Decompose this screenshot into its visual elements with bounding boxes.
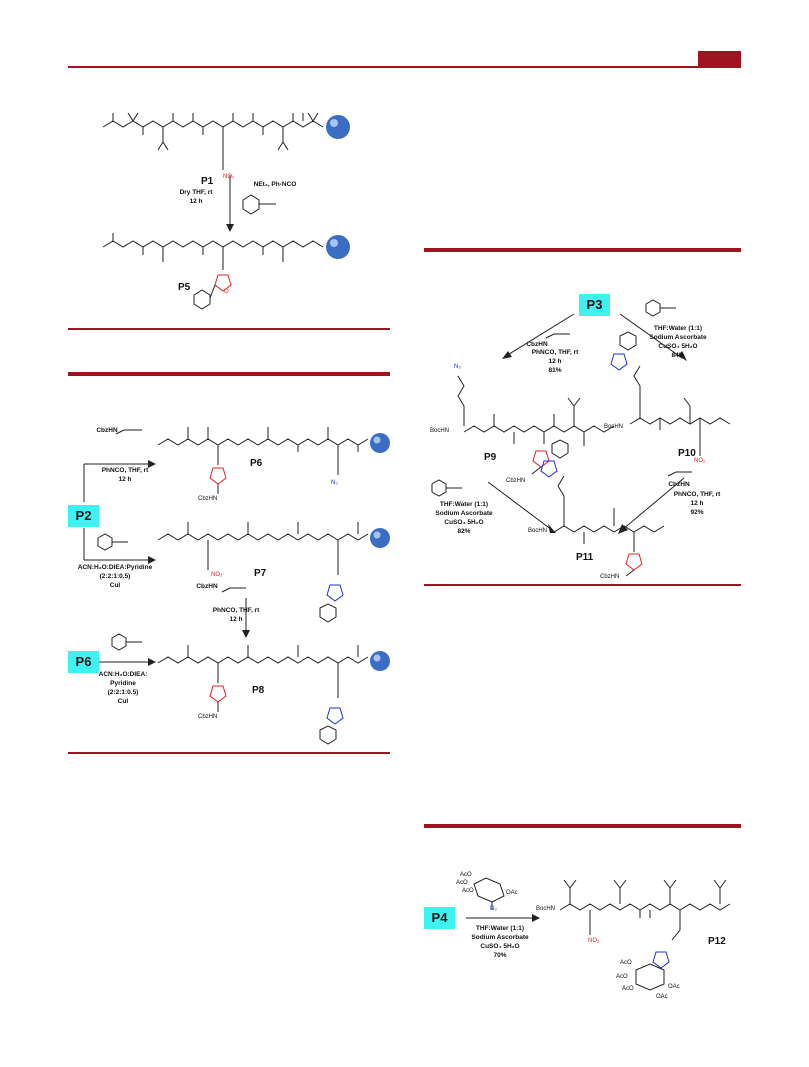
p12-ac-1: AcO	[620, 960, 632, 966]
compound-p10: P10	[678, 448, 696, 459]
scheme3-cond-left-reagent: CbzHN	[526, 341, 548, 348]
scheme3-cond-rr: PhNCO, THF, rt 12 h 92%	[673, 491, 721, 516]
p5-ring-oxygen: O	[224, 289, 229, 295]
p10-nitro: NO₂	[694, 458, 706, 464]
p8-cbz: CbzHN	[198, 714, 218, 720]
p12-ac-3: AcO	[622, 986, 634, 992]
scheme-3-top-rule	[424, 248, 741, 252]
compound-p1: P1	[201, 176, 214, 187]
scheme3-cond-rr-reagent: CbzHN	[668, 481, 690, 488]
resin-bead-icon	[326, 115, 350, 139]
compound-p8: P8	[252, 685, 265, 696]
scheme-2-top-rule	[68, 372, 390, 376]
scheme2-cond-d: ACN:H₂O:DIEA: Pyridine (2:2:1:0.5) CuI	[98, 671, 148, 705]
scheme-3-bottom-rule	[424, 584, 741, 586]
p12-ac-4: OAc	[668, 984, 680, 990]
scheme-4-top-rule	[424, 824, 741, 828]
scheme-2-bottom-rule	[68, 752, 390, 754]
scheme-1-structures: NO₂ O	[102, 112, 350, 310]
sugar-label-2: AcO	[456, 880, 468, 886]
scheme-2: N₃ P2	[68, 380, 390, 750]
p10-boc: BocHN	[604, 424, 624, 430]
p11-boc: BocHN	[528, 528, 548, 534]
tag-p3: P3	[579, 294, 610, 316]
header-tab	[698, 51, 741, 66]
scheme-1-bottom-rule	[68, 328, 390, 330]
scheme-4-structures	[466, 877, 731, 991]
scheme1-conditions-right: NEt₃, Ph-NCO	[253, 181, 297, 188]
tag-p6: P6	[68, 651, 99, 673]
scheme-3: P3 CbzHN PhNCO, THF, rt 12 h 81% THF:Wat…	[424, 256, 741, 586]
compound-p11: P11	[576, 552, 594, 563]
p9-cbz: CbzHN	[506, 478, 526, 484]
compound-p9: P9	[484, 452, 497, 463]
scheme3-cond-right: THF:Water (1:1) Sodium Ascorbate CuSO₄ 5…	[649, 325, 707, 359]
p12-ac-2: AcO	[616, 974, 628, 980]
sugar-label-1: AcO	[460, 872, 472, 878]
tag-p2: P2	[68, 505, 99, 527]
scheme2-cond-b: ACN:H₂O:DIEA:Pyridine (2:2:1:0.5) CuI	[77, 564, 153, 589]
p9-boc: BocHN	[430, 428, 450, 434]
sugar-azide: N₃	[490, 906, 497, 912]
scheme1-conditions-left: Dry THF, rt 12 h	[179, 189, 213, 205]
compound-p5: P5	[178, 282, 191, 293]
compound-p6: P6	[250, 458, 263, 469]
sugar-label-3: AcO	[462, 888, 474, 894]
p9-azide: N₃	[454, 364, 461, 370]
scheme-1: NO₂ O P1 Dry THF, rt 12 h NEt₃, Ph-NCO P…	[68, 80, 390, 335]
sugar-label-4: OAc	[506, 890, 518, 896]
scheme2-cond-a: PhNCO, THF, rt 12 h	[101, 467, 149, 483]
scheme-3-structures	[431, 299, 731, 577]
resin-bead-icon	[326, 235, 350, 259]
scheme-4: P4 AcO AcO AcO OAc N₃ THF:Water (1:1) So…	[412, 860, 742, 1030]
p1-nitro-text: NO₂	[223, 174, 235, 180]
resin-bead-icon	[370, 651, 390, 671]
scheme3-cond-ll: THF:Water (1:1) Sodium Ascorbate CuSO₄ 5…	[435, 501, 493, 535]
scheme2-cond-a-reagent: CbzHN	[96, 427, 118, 434]
scheme2-cond-c-reagent: CbzHN	[196, 583, 218, 590]
scheme4-conditions: THF:Water (1:1) Sodium Ascorbate CuSO₄ 5…	[471, 925, 529, 959]
p12-nitro: NO₂	[588, 938, 600, 944]
p6-azide: N₃	[331, 480, 338, 486]
p12-boc: BocHN	[536, 906, 556, 912]
compound-p12: P12	[708, 936, 726, 947]
scheme-2-structures: N₃	[83, 427, 390, 745]
scheme2-cond-c: PhNCO, THF, rt 12 h	[212, 607, 260, 623]
tag-p4: P4	[424, 907, 455, 929]
p11-cbz: CbzHN	[600, 574, 620, 580]
p12-ac-5: OAc	[656, 994, 668, 1000]
scheme3-cond-left: PhNCO, THF, rt 12 h 81%	[531, 349, 579, 374]
resin-bead-icon	[370, 433, 390, 453]
resin-bead-icon	[370, 528, 390, 548]
p7-nitro: NO₂	[211, 572, 223, 578]
compound-p7: P7	[254, 568, 267, 579]
header-rule	[68, 66, 741, 68]
p6-cbz: CbzHN	[198, 496, 218, 502]
